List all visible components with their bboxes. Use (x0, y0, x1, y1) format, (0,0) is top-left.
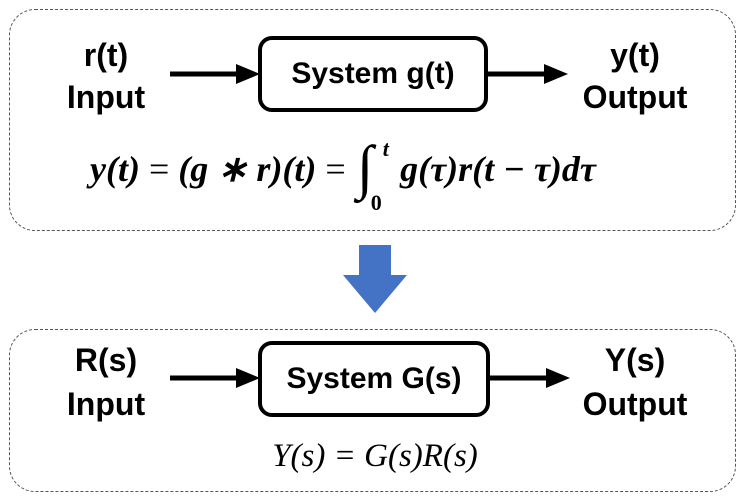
eq-convolution: (g ∗ r)(t) (178, 149, 317, 189)
bottom-system-box: System G(s) (258, 341, 490, 417)
bottom-input-arrow (170, 368, 260, 388)
top-system-box: System g(t) (258, 36, 488, 112)
top-input-label: Input (66, 79, 146, 115)
top-output-arrow (488, 64, 568, 84)
transfer-function-equation: Y(s) = G(s)R(s) (272, 438, 478, 474)
top-output-signal: y(t) (610, 37, 660, 73)
integral-upper-limit: t (382, 136, 389, 161)
eq-integrand: g(τ)r(t − τ)dτ (400, 149, 596, 189)
time-domain-panel (9, 9, 736, 231)
s-domain-panel (9, 329, 736, 492)
bottom-input-signal: R(s) (74, 342, 138, 378)
bottom-input-label: Input (66, 386, 146, 422)
eq-lhs: y(t) (90, 149, 140, 189)
transform-down-arrow (343, 245, 407, 313)
bottom-output-signal: Y(s) (604, 342, 666, 378)
integral-lower-limit: 0 (370, 190, 382, 215)
bottom-output-arrow (490, 368, 570, 388)
top-input-signal: r(t) (83, 37, 129, 73)
top-input-arrow (170, 64, 260, 84)
top-output-label: Output (582, 79, 688, 115)
bottom-output-label: Output (582, 386, 688, 422)
